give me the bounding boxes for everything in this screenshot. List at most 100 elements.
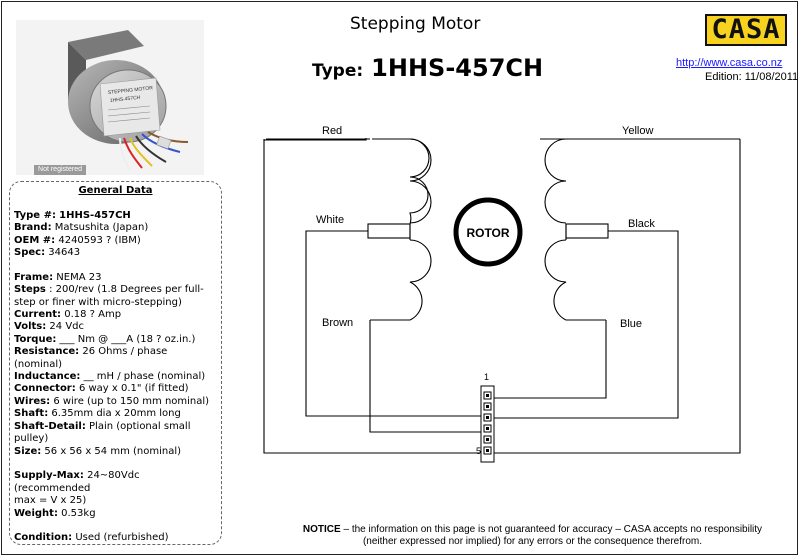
row-value: 4240593 ? (IBM) [58, 234, 141, 246]
row-value: 26 Ohms / phase (nominal) [14, 346, 168, 370]
notice-text-2: (neither expressed nor implied) for any … [362, 536, 703, 547]
row-label: Weight: [14, 507, 58, 519]
general-data-row: pulley) [14, 433, 217, 445]
general-data-row: Size: 56 x 56 x 54 mm (nominal) [14, 446, 217, 458]
row-label: Supply-Max: [14, 470, 84, 482]
row-value: 24~80Vdc (recommended [14, 470, 140, 494]
general-data-row: Torque: ___ Nm @ ___A (18 ? oz.in.) [14, 334, 217, 346]
edition-date: Edition: 11/08/2011 [705, 71, 799, 83]
row-value: Matsushita (Japan) [54, 222, 149, 234]
row-label: Torque: [14, 333, 57, 345]
general-data-row: OEM #: 4240593 ? (IBM) [14, 235, 217, 247]
notice-label: NOTICE [302, 524, 341, 535]
type-value: 1HHS-457CH [371, 54, 544, 82]
general-data-row: Weight: 0.53kg [14, 508, 217, 520]
connector-pin-contact [486, 405, 489, 408]
row-value: 1HHS-457CH [59, 209, 131, 221]
general-data-row: Resistance: 26 Ohms / phase (nominal) [14, 346, 217, 371]
general-data-row: Spec: 34643 [14, 247, 217, 259]
label-red: Red [322, 125, 342, 137]
type-line: Type: 1HHS-457CH [312, 54, 543, 82]
general-data-row: max = V x 25) [14, 495, 217, 507]
not-registered-watermark: Not registered [34, 165, 86, 175]
row-label: Volts: [14, 321, 47, 333]
photo-label-model: 1HHS-457CH [110, 95, 141, 104]
general-data-row: Brand: Matsushita (Japan) [14, 222, 217, 234]
row-label: Condition: [14, 532, 73, 544]
left-coil-upper [370, 138, 430, 225]
general-data-row: Supply-Max: 24~80Vdc (recommended [14, 470, 217, 495]
row-label: Steps [14, 284, 46, 296]
row-value: __ mH / phase (nominal) [83, 371, 206, 383]
pin-1-label: 1 [484, 372, 489, 382]
row-value: 0.18 ? Amp [64, 309, 122, 321]
general-data-row: Shaft-Detail: Plain (optional small [14, 421, 217, 433]
general-data-row: Connector: 6 way x 0.1" (if fitted) [14, 383, 217, 395]
label-white: White [316, 214, 344, 226]
row-value: 6 way x 0.1" (if fitted) [78, 383, 189, 395]
row-label: Frame: [14, 271, 54, 283]
general-data-row: Wires: 6 wire (up to 150 mm nominal) [14, 396, 217, 408]
notice-line-1: NOTICE – the information on this page is… [280, 524, 785, 536]
row-value: max = V x 25) [14, 495, 87, 507]
row-label: Size: [14, 445, 42, 457]
wire-yellow-outer [494, 139, 741, 454]
row-label: OEM #: [14, 234, 56, 246]
row-value: NEMA 23 [56, 271, 102, 283]
wire-red-outer [263, 139, 480, 454]
general-data-row: Frame: NEMA 23 [14, 272, 217, 284]
row-label: Wires: [14, 395, 51, 407]
row-value: 24 Vdc [49, 321, 85, 333]
row-label: Brand: [14, 222, 52, 234]
type-label: Type: [312, 61, 364, 81]
row-value: pulley) [14, 433, 49, 445]
connector-pin-contact [486, 416, 489, 419]
row-label: Connector: [14, 383, 76, 395]
page-title: Stepping Motor [350, 14, 481, 34]
row-value: Used (refurbished) [75, 532, 169, 544]
label-yellow: Yellow [622, 125, 653, 137]
general-data-row: Volts: 24 Vdc [14, 321, 217, 333]
label-blue: Blue [620, 318, 642, 330]
row-label: Type #: [14, 209, 56, 221]
general-data-row: Inductance: __ mH / phase (nominal) [14, 371, 217, 383]
general-data-row: Condition: Used (refurbished) [14, 532, 217, 544]
row-value: Plain (optional small [89, 420, 191, 432]
photo-label-top: STEPPING MOTOR [108, 85, 154, 96]
general-data-row: Steps : 200/rev (1.8 Degrees per full- [14, 284, 217, 296]
left-coil-lower [370, 239, 432, 321]
casa-logo: CASA [705, 14, 787, 46]
wire-blue [494, 320, 607, 399]
right-coil-lower [544, 239, 606, 321]
rotor-circle [453, 197, 523, 267]
connector-6way [480, 385, 495, 463]
row-value: step or finer with micro-stepping) [14, 296, 182, 308]
connector-pin-contact [486, 449, 489, 452]
notice-text-1: – the information on this page is not gu… [340, 524, 763, 535]
general-data-row: Type #: 1HHS-457CH [14, 210, 217, 222]
row-value: : 200/rev (1.8 Degrees per full- [49, 284, 204, 296]
rotor-label: ROTOR [466, 226, 509, 240]
connector-pin-contact [486, 438, 489, 441]
pin-5-label: 5 [476, 446, 481, 456]
wire-black [494, 230, 679, 419]
right-coil-upper [544, 138, 567, 224]
row-value: 0.53kg [61, 507, 96, 519]
row-value: 6.35mm dia x 20mm long [51, 408, 181, 420]
row-value: 6 wire (up to 150 mm nominal) [53, 395, 210, 407]
general-data-title: General Data [78, 185, 153, 196]
label-brown: Brown [322, 317, 353, 329]
row-label: Shaft: [14, 408, 49, 420]
website-link[interactable]: http://www.casa.co.nz [676, 57, 783, 69]
label-black: Black [628, 218, 655, 230]
wire-brown [369, 320, 484, 433]
row-label: Shaft-Detail: [14, 420, 86, 432]
motor-photo: STEPPING MOTOR 1HHS-457CH [16, 20, 204, 175]
wire-white [305, 230, 484, 417]
general-data-row: Shaft: 6.35mm dia x 20mm long [14, 408, 217, 420]
row-value: 34643 [48, 247, 81, 259]
row-value: 56 x 56 x 54 mm (nominal) [44, 445, 182, 457]
